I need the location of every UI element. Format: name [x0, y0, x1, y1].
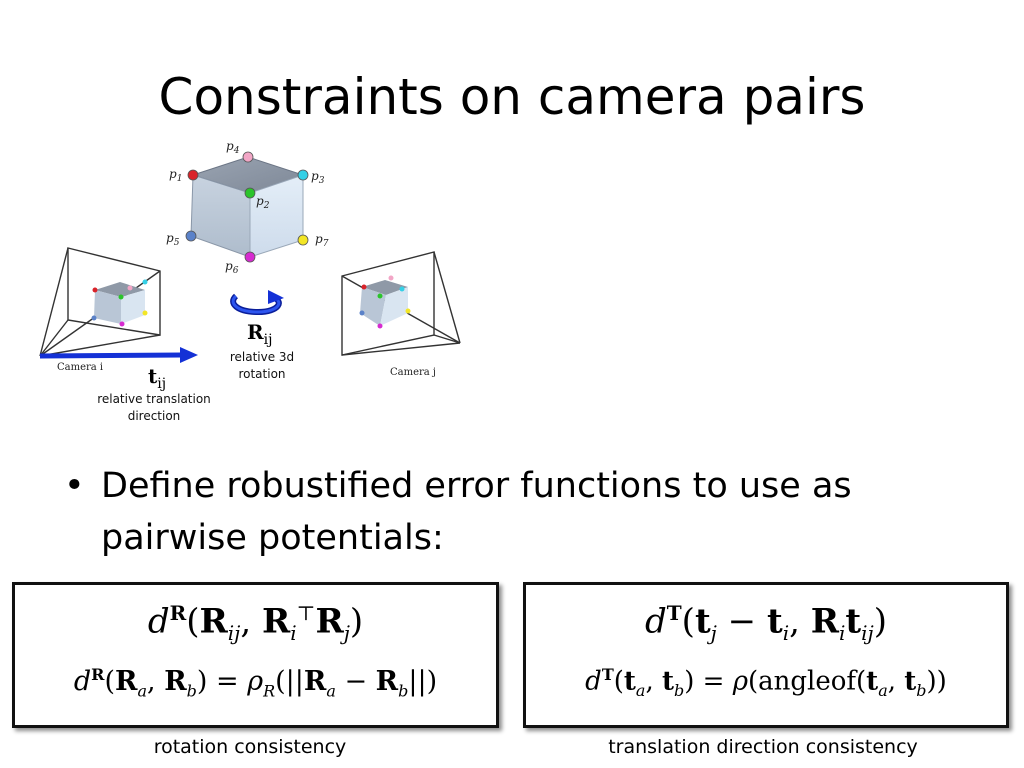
- camera-j-mini-cube: [359, 275, 411, 329]
- camera-pair-diagram: p1 p4 p3 p2 p5 p7 p6: [0, 130, 520, 440]
- camera-diagram-svg: p1 p4 p3 p2 p5 p7 p6: [39, 139, 461, 378]
- point-p2: [244, 187, 256, 199]
- point-p3: [297, 169, 309, 181]
- label-p7: p7: [315, 232, 329, 249]
- rotation-formula-box: dR(Rij, Ri⊤Rj) dR(Ra, Rb) = ρR(||Ra − Rb…: [12, 582, 499, 728]
- point-p7: [297, 234, 309, 246]
- rotation-consistency-caption: rotation consistency: [153, 736, 347, 758]
- rotation-formula-line1: dR(Rij, Ri⊤Rj): [147, 601, 364, 646]
- point-p6: [244, 251, 256, 263]
- label-p5: p5: [166, 231, 180, 248]
- label-p1: p1: [169, 167, 182, 184]
- rotation-caption: relative 3d rotation: [229, 350, 295, 381]
- translation-formula-line1: dT(tj − ti, Ritij): [645, 601, 887, 646]
- translation-symbol: tij: [148, 364, 167, 392]
- rotation-symbol: Rij: [247, 320, 273, 348]
- camera-i-mini-cube: [91, 279, 148, 327]
- translation-consistency-caption: translation direction consistency: [608, 736, 918, 758]
- translation-arrow: [39, 347, 198, 363]
- label-p6: p6: [225, 259, 239, 276]
- rotation-arrow: [230, 290, 284, 316]
- slide-title: Constraints on camera pairs: [158, 68, 866, 126]
- main-cube: [190, 156, 305, 258]
- translation-formula-box: dT(tj − ti, Ritij) dT(ta, tb) = ρ(angleo…: [523, 582, 1009, 728]
- rotation-formula-line2: dR(Ra, Rb) = ρR(||Ra − Rb||): [73, 665, 438, 701]
- translation-formula-line2: dT(ta, tb) = ρ(angleof(ta, tb)): [585, 665, 947, 700]
- camera-i-frustum: [39, 247, 161, 357]
- label-p3: p3: [311, 169, 325, 186]
- bullet-text: Define robustified error functions to us…: [101, 466, 852, 558]
- label-p4: p4: [226, 139, 240, 156]
- point-p4: [242, 151, 254, 163]
- bullet-marker: •: [64, 466, 85, 506]
- point-p1: [187, 169, 199, 181]
- camera-j-label: Camera j: [390, 367, 436, 378]
- translation-caption: relative translation direction: [97, 392, 211, 423]
- point-p5: [185, 230, 197, 242]
- camera-i-label: Camera i: [57, 362, 103, 373]
